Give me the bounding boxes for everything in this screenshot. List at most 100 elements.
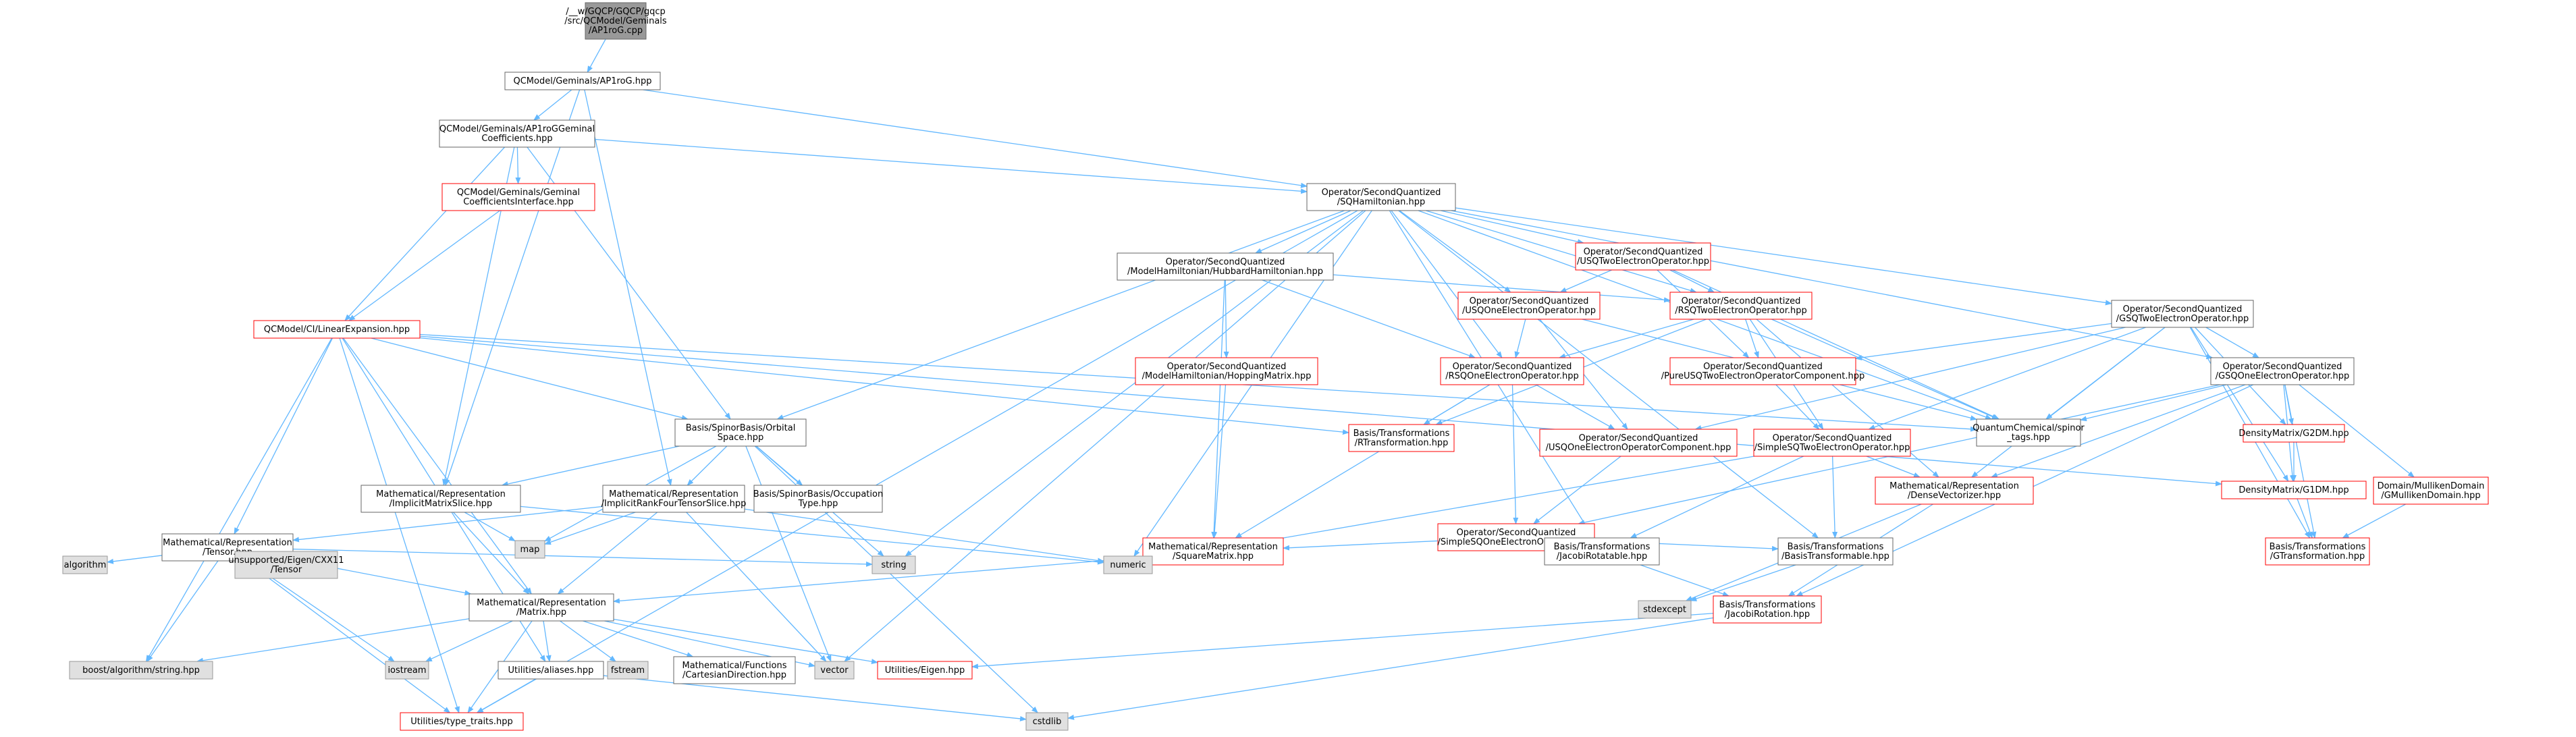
- edge-jacobirot-to-eigen: [971, 613, 1714, 670]
- edge-matrix-to-eigen: [613, 618, 878, 665]
- edge-gsqtwo-to-gsqone: [2205, 327, 2260, 358]
- node-box: [814, 661, 855, 680]
- node-gsqone[interactable]: Operator/SecondQuantized/GSQOneElectronO…: [2210, 357, 2355, 385]
- node-label: Operator/SecondQuantized: [1457, 528, 1576, 538]
- node-simplesqtwo[interactable]: Operator/SecondQuantized/SimpleSQTwoElec…: [1753, 429, 1911, 457]
- node-label: Basis/Transformations: [1719, 600, 1816, 610]
- node-box: [439, 119, 595, 148]
- edge-gsqone-to-gtrans: [2284, 384, 2317, 539]
- node-label: /__w/GQCP/GQCP/gqcp: [566, 7, 666, 17]
- node-sqham[interactable]: Operator/SecondQuantized/SQHamiltonian.h…: [1306, 183, 1456, 211]
- edge-usqone-to-rsqone: [1514, 319, 1526, 358]
- node-gemiface[interactable]: QCModel/Geminals/GeminalCoefficientsInte…: [441, 183, 595, 211]
- node-pureusq[interactable]: Operator/SecondQuantized/PureUSQTwoElect…: [1661, 357, 1865, 385]
- node-usqtwo[interactable]: Operator/SecondQuantized/USQTwoElectronO…: [1575, 242, 1711, 271]
- node-stdexcept: stdexcept: [1638, 600, 1692, 619]
- node-box: [400, 712, 524, 731]
- node-box: [2111, 300, 2254, 328]
- node-label: /BasisTransformable.hpp: [1781, 551, 1889, 562]
- edge-mulliken-to-gtrans: [2342, 503, 2406, 539]
- node-box: [2210, 357, 2355, 385]
- edge-implicitmat-to-map: [464, 512, 516, 542]
- edge-usqtwo-to-rsqtwo: [1669, 269, 1715, 293]
- node-usqonecomp[interactable]: Operator/SecondQuantized/USQOneElectronO…: [1539, 429, 1738, 457]
- edge-implicitrank-to-map: [544, 512, 636, 545]
- node-box: [585, 2, 647, 40]
- node-numeric: numeric: [1103, 555, 1153, 574]
- node-label: QCModel/Geminals/Geminal: [457, 188, 580, 198]
- node-mulliken[interactable]: Domain/MullikenDomain/GMullikenDomain.hp…: [2373, 476, 2489, 505]
- edge-gsqone-to-densevec: [1990, 384, 2246, 478]
- edge-sqham-to-rsqone: [1391, 210, 1503, 358]
- edge-spinorbasis-to-implicitmat: [501, 445, 680, 487]
- node-box: [871, 555, 916, 574]
- node-cartesian[interactable]: Mathematical/Functions/CartesianDirectio…: [673, 656, 796, 684]
- node-box: [385, 661, 429, 680]
- node-gsqtwo[interactable]: Operator/SecondQuantized/GSQTwoElectronO…: [2111, 300, 2254, 328]
- node-implicitrank[interactable]: Mathematical/Representation/ImplicitRank…: [601, 485, 747, 513]
- node-g1dm[interactable]: DensityMatrix/G1DM.hpp: [2221, 481, 2367, 499]
- node-label: boost/algorithm/string.hpp: [82, 665, 200, 676]
- node-label: /USQOneElectronOperator.hpp: [1462, 306, 1596, 316]
- node-box: [1544, 537, 1660, 566]
- node-jacobirot[interactable]: Basis/Transformations/JacobiRotation.hpp: [1713, 595, 1822, 624]
- node-eigen[interactable]: Utilities/Eigen.hpp: [877, 661, 973, 680]
- edge-simplesqone-to-squarematrix: [1283, 540, 1439, 551]
- node-label: Mathematical/Representation: [163, 538, 292, 548]
- node-box: [1777, 537, 1894, 566]
- node-rtrans[interactable]: Basis/Transformations/RTransformation.hp…: [1348, 424, 1455, 452]
- node-matrix[interactable]: Mathematical/Representation/Matrix.hpp: [468, 593, 614, 622]
- node-hopping[interactable]: Operator/SecondQuantized/ModelHamiltonia…: [1135, 357, 1318, 385]
- node-label: numeric: [1110, 560, 1146, 570]
- edge-simplesqtwo-to-basistransf: [1831, 456, 1838, 539]
- node-gtrans[interactable]: Basis/Transformations/GTransformation.hp…: [2265, 537, 2370, 566]
- edge-spinorbasis-to-implicitrank: [687, 445, 728, 486]
- node-box: [504, 72, 661, 90]
- edge-rsqone-to-squarematrix: [1235, 384, 1491, 539]
- edge-gsqtwo-to-g1dm: [2191, 327, 2289, 482]
- node-squarematrix[interactable]: Mathematical/Representation/SquareMatrix…: [1142, 537, 1284, 566]
- edge-linexp-to-boost: [145, 337, 333, 662]
- node-label: /JacobiRotatable.hpp: [1557, 551, 1647, 562]
- edge-matrix-to-aliases: [543, 620, 552, 662]
- node-label: DensityMatrix/G2DM.hpp: [2238, 429, 2349, 439]
- edge-implicitmat-to-numeric: [520, 506, 1104, 565]
- edge-sqham-to-typetraits: [476, 210, 1358, 713]
- node-label: Operator/SecondQuantized: [2223, 362, 2342, 372]
- node-label: Basis/SpinorBasis/Orbital: [686, 423, 796, 433]
- node-densevec[interactable]: Mathematical/Representation/DenseVectori…: [1875, 476, 2034, 505]
- node-rsqone[interactable]: Operator/SecondQuantized/RSQOneElectronO…: [1440, 357, 1584, 385]
- node-usqone[interactable]: Operator/SecondQuantized/USQOneElectronO…: [1457, 292, 1601, 320]
- node-box: [62, 555, 108, 574]
- node-box: [1976, 418, 2081, 447]
- edge-ap1rog-to-gemcoef: [533, 89, 572, 121]
- node-gemcoef[interactable]: QCModel/Geminals/AP1roGGeminalCoefficien…: [439, 119, 595, 148]
- node-label: Basis/Transformations: [1788, 542, 1884, 552]
- edge-aliases-to-cstdlib: [603, 675, 1027, 721]
- node-label: Utilities/aliases.hpp: [508, 665, 594, 676]
- node-aliases[interactable]: Utilities/aliases.hpp: [498, 661, 604, 680]
- node-cxx11: unsupported/Eigen/CXX11/Tensor: [228, 551, 344, 579]
- node-implicitmat[interactable]: Mathematical/Representation/ImplicitMatr…: [360, 485, 521, 513]
- node-g2dm[interactable]: DensityMatrix/G2DM.hpp: [2238, 424, 2349, 443]
- node-typetraits[interactable]: Utilities/type_traits.hpp: [400, 712, 524, 731]
- node-label: string: [881, 560, 906, 570]
- edge-implicitrank-to-vector: [686, 512, 827, 662]
- edge-usqonecomp-to-simplesqone: [1533, 456, 1621, 524]
- node-ap1rog[interactable]: QCModel/Geminals/AP1roG.hpp: [504, 72, 661, 90]
- node-jacobirot_able[interactable]: Basis/Transformations/JacobiRotatable.hp…: [1544, 537, 1660, 566]
- node-label: _tags.hpp: [2006, 433, 2049, 443]
- node-layer: /__w/GQCP/GQCP/gqcp/src/QCModel/Geminals…: [62, 2, 2489, 731]
- node-label: /SQHamiltonian.hpp: [1337, 197, 1425, 207]
- node-linexp[interactable]: QCModel/CI/LinearExpansion.hpp: [253, 320, 421, 339]
- node-rsqtwo[interactable]: Operator/SecondQuantized/RSQTwoElectronO…: [1669, 292, 1813, 320]
- node-qcspinor[interactable]: QuantumChemical/spinor_tags.hpp: [1973, 418, 2085, 447]
- edge-hubbard-to-hopping: [1223, 279, 1229, 358]
- node-box: [253, 320, 421, 339]
- node-hubbard[interactable]: Operator/SecondQuantized/ModelHamiltonia…: [1117, 252, 1334, 281]
- node-basistransf[interactable]: Basis/Transformations/BasisTransformable…: [1777, 537, 1894, 566]
- node-label: /ModelHamiltonian/HubbardHamiltonian.hpp: [1127, 267, 1323, 277]
